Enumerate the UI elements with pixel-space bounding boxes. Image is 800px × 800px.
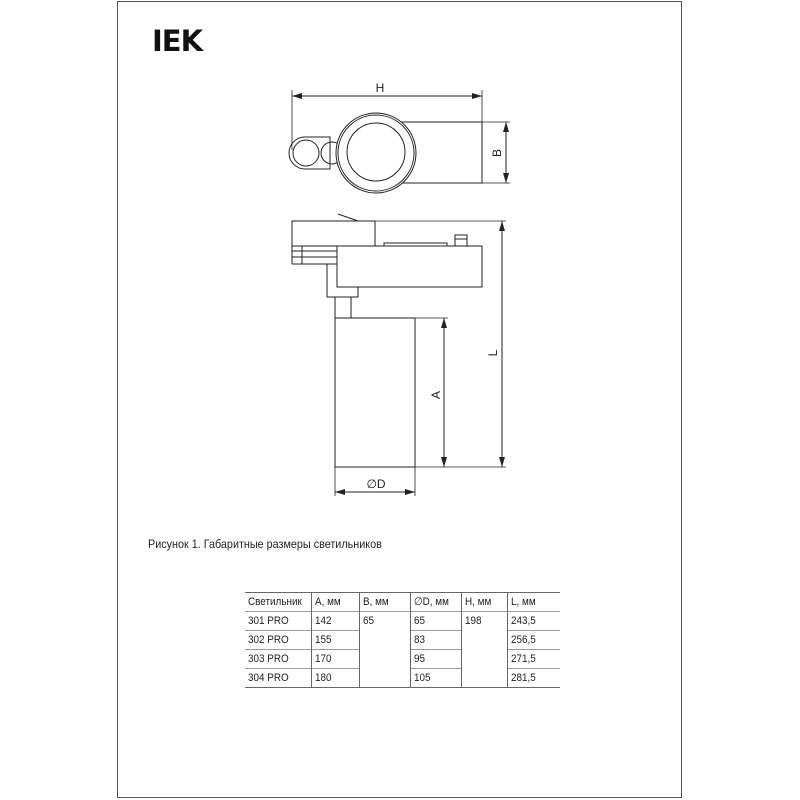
cell-model: 302 PRO <box>248 634 289 646</box>
cell-l: 243,5 <box>510 615 536 627</box>
cell-a: 142 <box>314 615 332 627</box>
cell-h: 198 <box>464 615 482 627</box>
h-label: H <box>376 81 385 95</box>
cell-d: 83 <box>413 634 425 646</box>
table-row: 301 PRO 142 65 65 198 243,5 <box>245 611 560 688</box>
l-label: L <box>486 349 500 356</box>
cell-d: 65 <box>413 615 425 627</box>
table-row: 303 PRO 170 95 271,5 <box>245 649 560 669</box>
table-header-row: Светильник A, мм B, мм ∅D, мм H, мм L, м… <box>245 592 560 612</box>
cell-l: 281,5 <box>510 672 536 684</box>
top-view <box>288 90 510 194</box>
cell-model: 304 PRO <box>248 672 289 684</box>
header-cell: L, мм <box>510 596 536 608</box>
cell-b: 65 <box>362 615 374 627</box>
d-label: ∅D <box>366 477 385 491</box>
cell-d: 95 <box>413 653 425 665</box>
table-row: 302 PRO 155 83 256,5 <box>245 630 560 650</box>
header-cell: H, мм <box>464 596 492 608</box>
a-label: A <box>429 391 443 399</box>
figure-caption: Рисунок 1. Габаритные размеры светильник… <box>148 537 382 551</box>
cell-a: 170 <box>314 653 332 665</box>
iek-logo: IEK <box>152 24 203 58</box>
header-cell: Светильник <box>248 596 302 608</box>
page-frame <box>117 1 682 798</box>
side-view <box>291 213 506 496</box>
cell-a: 155 <box>314 634 332 646</box>
cell-l: 256,5 <box>510 634 536 646</box>
cell-l: 271,5 <box>510 653 536 665</box>
header-cell: ∅D, мм <box>413 596 449 608</box>
cell-d: 105 <box>413 672 431 684</box>
b-label: B <box>490 149 504 157</box>
header-cell: B, мм <box>362 596 389 608</box>
dimensions-table: Светильник A, мм B, мм ∅D, мм H, мм L, м… <box>245 592 560 688</box>
cell-a: 180 <box>314 672 332 684</box>
cell-model: 303 PRO <box>248 653 289 665</box>
cell-model: 301 PRO <box>248 615 289 627</box>
table-row: 304 PRO 180 105 281,5 <box>245 668 560 688</box>
header-cell: A, мм <box>314 596 341 608</box>
